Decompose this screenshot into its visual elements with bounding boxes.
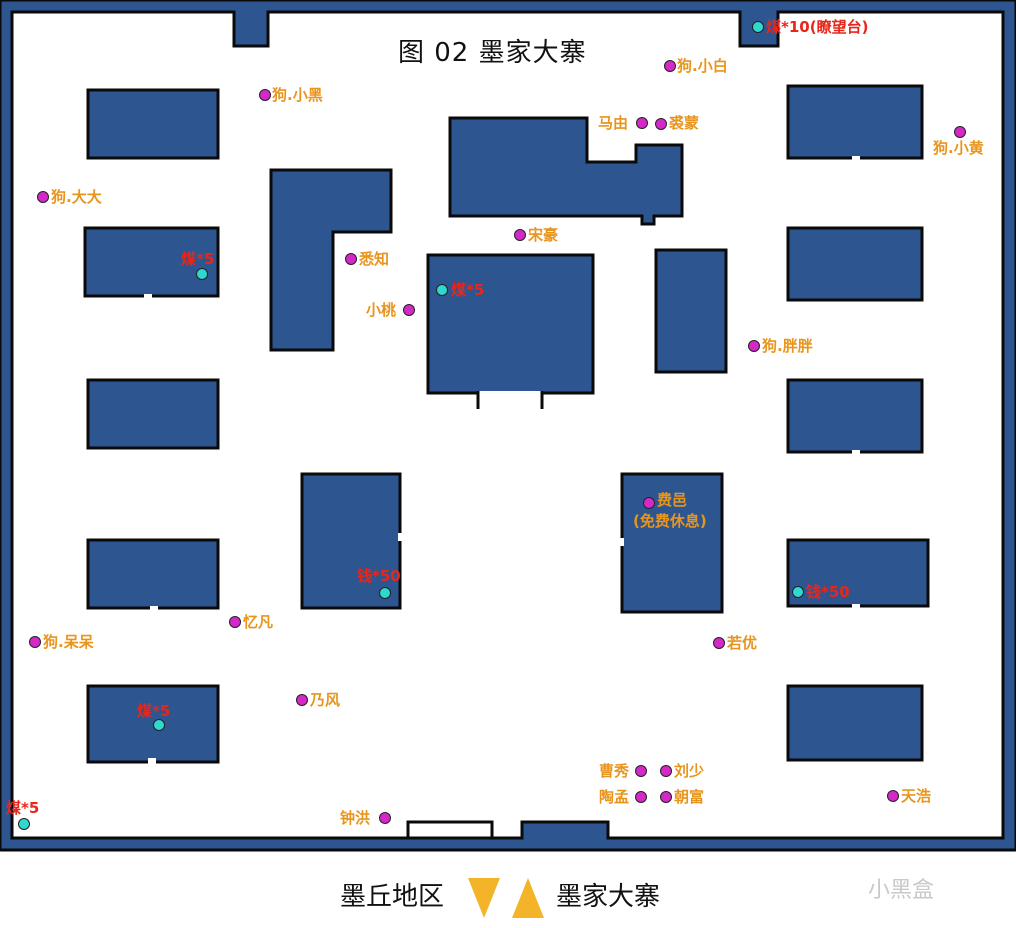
npc-marker[interactable]: [29, 636, 41, 648]
exit-arrow-up-icon: [512, 878, 544, 918]
building-a: [86, 88, 220, 160]
building-f: [300, 472, 402, 610]
map-title: 图 02 墨家大寨: [398, 38, 587, 68]
npc-marker[interactable]: [664, 60, 676, 72]
exit-arrow-down-icon: [468, 878, 500, 918]
npc-marker[interactable]: [403, 304, 415, 316]
npc-marker[interactable]: [748, 340, 760, 352]
building-l-shape: [269, 168, 393, 352]
building-d: [86, 538, 220, 610]
npc-label: 小桃: [366, 301, 397, 319]
door: [852, 450, 860, 455]
npc-marker[interactable]: [643, 497, 655, 509]
npc-marker[interactable]: [655, 118, 667, 130]
item-label: 钱*50: [806, 583, 850, 601]
door: [619, 538, 624, 546]
npc-marker[interactable]: [660, 791, 672, 803]
item-label: 煤*5: [137, 702, 171, 720]
npc-label: 狗.小白: [677, 57, 728, 75]
item-marker[interactable]: [18, 818, 30, 830]
npc-label: 狗.小黑: [272, 86, 323, 104]
item-marker[interactable]: [792, 586, 804, 598]
watermark: 小黑盒: [868, 878, 935, 903]
npc-marker[interactable]: [379, 812, 391, 824]
npc-marker[interactable]: [713, 637, 725, 649]
npc-marker[interactable]: [514, 229, 526, 241]
door: [478, 391, 542, 409]
npc-marker[interactable]: [229, 616, 241, 628]
npc-marker[interactable]: [660, 765, 672, 777]
item-marker[interactable]: [436, 284, 448, 296]
item-marker[interactable]: [752, 21, 764, 33]
npc-label: 狗.大大: [51, 188, 102, 206]
npc-marker[interactable]: [635, 791, 647, 803]
npc-marker[interactable]: [954, 126, 966, 138]
npc-marker[interactable]: [345, 253, 357, 265]
npc-label: 费邑: [657, 491, 688, 509]
npc-marker[interactable]: [635, 765, 647, 777]
npc-label: 刘少: [674, 762, 705, 780]
item-marker[interactable]: [153, 719, 165, 731]
building-j: [786, 378, 924, 454]
item-marker[interactable]: [196, 268, 208, 280]
item-label: 煤*5: [6, 799, 40, 817]
building-c: [86, 378, 220, 450]
npc-label: 忆凡: [243, 613, 274, 631]
npc-label: 若优: [727, 634, 758, 652]
npc-marker[interactable]: [259, 89, 271, 101]
courtyard: [10, 10, 1005, 840]
exit-left-label: 墨丘地区: [340, 882, 445, 912]
building-l: [786, 684, 924, 762]
item-label: 煤*10(瞭望台): [766, 18, 869, 36]
npc-label: 马由: [598, 114, 629, 132]
npc-marker[interactable]: [636, 117, 648, 129]
npc-marker[interactable]: [296, 694, 308, 706]
building-center: [426, 253, 595, 395]
item-label: 煤*5: [181, 250, 215, 268]
door: [852, 156, 860, 161]
door: [144, 294, 152, 299]
npc-label: 陶孟: [599, 788, 630, 806]
building-east-small: [654, 248, 728, 374]
npc-label: 乃风: [310, 691, 341, 709]
npc-marker[interactable]: [887, 790, 899, 802]
exit-right-label: 墨家大寨: [556, 882, 661, 912]
npc-marker[interactable]: [37, 191, 49, 203]
door: [398, 533, 403, 541]
building-north-hall: [448, 116, 684, 226]
item-label: 钱*50: [357, 567, 401, 585]
npc-label: 悉知: [359, 250, 390, 268]
npc-label: (免费休息): [633, 512, 707, 530]
npc-label: 朝富: [674, 788, 705, 806]
npc-label: 狗.胖胖: [762, 337, 813, 355]
building-h: [786, 84, 924, 160]
door: [852, 604, 860, 609]
npc-label: 狗.小黄: [933, 139, 984, 157]
npc-label: 裘蒙: [669, 114, 700, 132]
npc-label: 宋豪: [528, 226, 559, 244]
npc-label: 狗.呆呆: [43, 633, 94, 651]
npc-label: 天浩: [901, 787, 932, 805]
npc-label: 钟洪: [340, 809, 371, 827]
building-i: [786, 226, 924, 302]
door: [150, 606, 158, 611]
npc-label: 曹秀: [599, 762, 630, 780]
item-marker[interactable]: [379, 587, 391, 599]
item-label: 煤*5: [451, 281, 485, 299]
building-k: [786, 538, 930, 608]
door: [148, 758, 156, 764]
building-b: [83, 226, 220, 298]
